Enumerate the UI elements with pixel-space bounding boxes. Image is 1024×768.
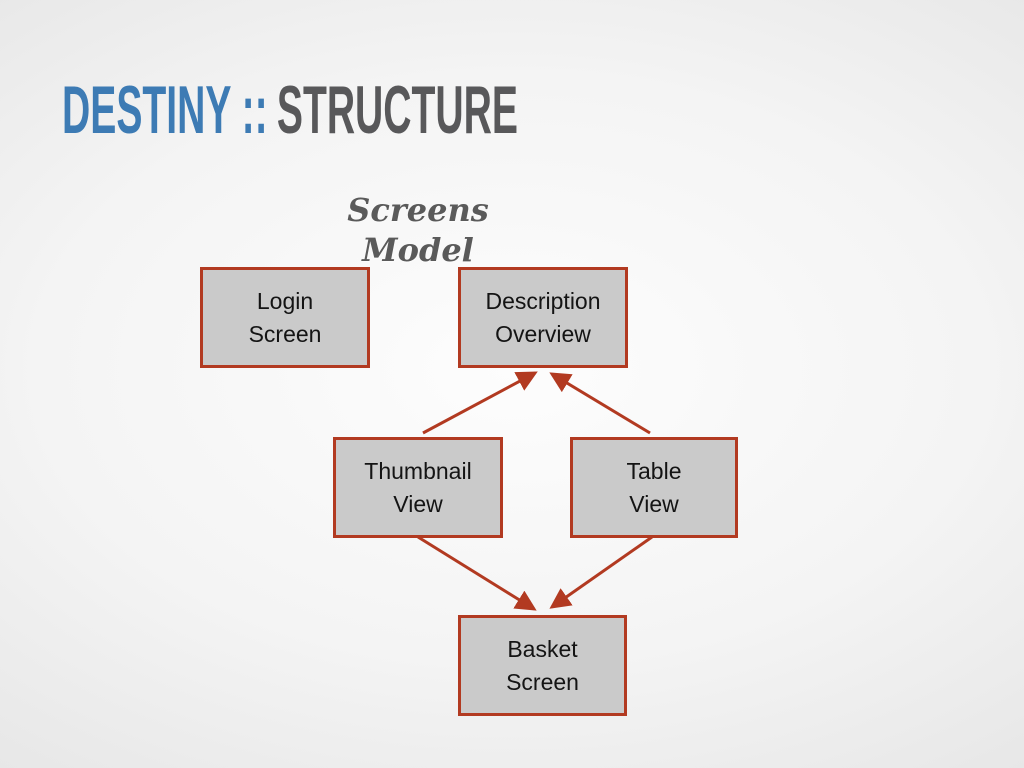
slide-title: DESTINY ::STRUCTURE <box>62 76 518 144</box>
node-label-line: Screen <box>248 320 322 347</box>
node-label-line: Basket <box>507 635 578 662</box>
slide-title-primary: DESTINY :: <box>62 72 268 148</box>
node-label-line: Login <box>256 287 314 314</box>
node-description-overview: Description Overview <box>458 267 628 368</box>
arrow-thumbnail-to-basket <box>417 535 537 611</box>
node-basket-screen: Basket Screen <box>458 615 627 716</box>
node-label-line: Screen <box>506 668 579 695</box>
node-thumbnail-view: Thumbnail View <box>333 437 503 538</box>
arrow-table-to-basket <box>549 535 653 609</box>
node-login-screen: Login Screen <box>200 267 370 368</box>
node-label-line: Table <box>626 457 682 484</box>
arrow-table-to-description <box>549 372 651 435</box>
node-label-line: View <box>393 490 443 517</box>
node-label-line: Overview <box>495 320 591 347</box>
diagram-heading: Screens Model <box>347 191 489 269</box>
node-table-view: Table View <box>570 437 738 538</box>
node-label-line: View <box>629 490 679 517</box>
node-label-line: Thumbnail <box>364 457 472 484</box>
arrow-thumbnail-to-description <box>422 371 538 435</box>
slide-title-secondary: STRUCTURE <box>276 72 518 148</box>
node-label-line: Description <box>485 287 601 314</box>
